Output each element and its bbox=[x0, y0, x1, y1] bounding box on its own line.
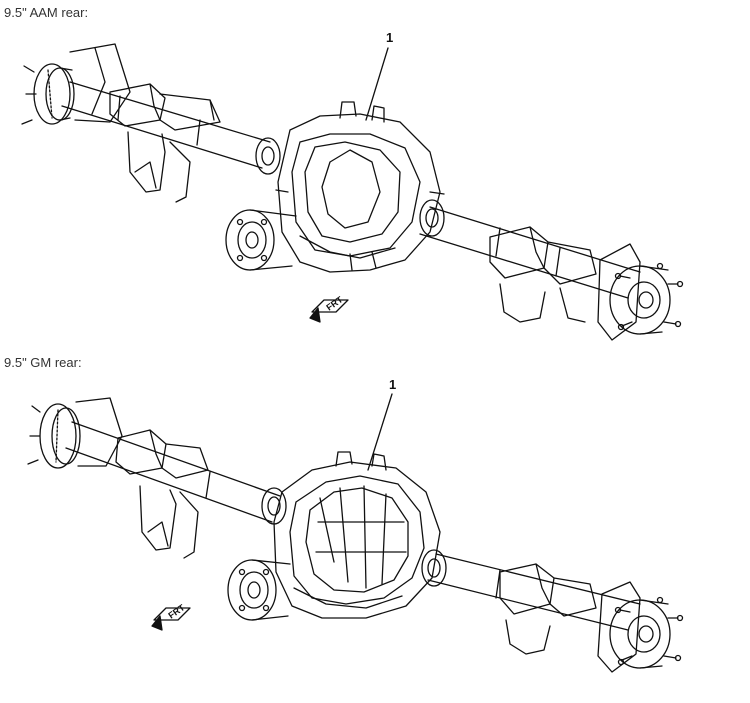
right-axle-tube bbox=[419, 206, 641, 299]
right-tube-boss bbox=[419, 199, 445, 237]
front-direction-arrow: FRT bbox=[151, 602, 191, 631]
callout-leader-line bbox=[365, 47, 389, 121]
front-direction-arrow: FRT bbox=[309, 294, 349, 323]
left-hub-assembly bbox=[21, 43, 131, 125]
left-spring-perch bbox=[115, 429, 209, 559]
callout-number: 1 bbox=[389, 377, 396, 392]
callout-leader-line bbox=[367, 393, 393, 471]
left-axle-tube bbox=[65, 421, 281, 523]
right-spring-perch bbox=[489, 226, 597, 323]
right-spring-perch bbox=[499, 563, 597, 655]
right-hub-assembly bbox=[597, 581, 684, 673]
gm-rear-caption: 9.5" GM rear: bbox=[4, 355, 82, 370]
left-spring-perch bbox=[109, 83, 221, 203]
aam-rear-caption: 9.5" AAM rear: bbox=[4, 5, 89, 20]
left-tube-boss bbox=[255, 137, 281, 175]
differential-housing bbox=[273, 451, 441, 619]
callout-number: 1 bbox=[386, 30, 393, 45]
right-tube-boss bbox=[421, 549, 447, 587]
right-axle-tube bbox=[427, 553, 641, 631]
pinion-flange bbox=[227, 559, 291, 621]
differential-housing bbox=[275, 101, 445, 273]
aam-axle-diagram: 1 bbox=[0, 22, 750, 352]
right-hub-assembly bbox=[597, 243, 684, 341]
left-hub-assembly bbox=[27, 397, 123, 469]
pinion-flange bbox=[225, 209, 297, 271]
gm-axle-diagram: 1 bbox=[0, 372, 750, 698]
left-tube-boss bbox=[261, 487, 287, 525]
